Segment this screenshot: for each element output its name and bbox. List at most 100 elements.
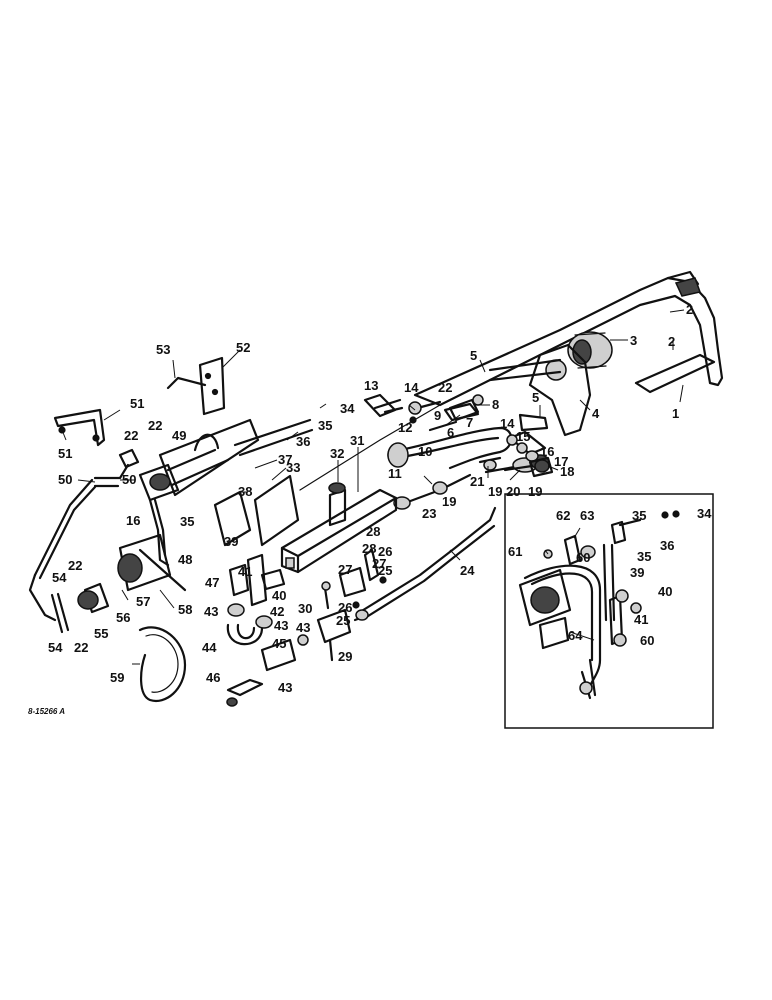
callout-61: 61	[508, 544, 522, 559]
callout-29: 29	[338, 649, 352, 664]
fittings-10-13	[373, 394, 484, 468]
callout-33: 33	[286, 460, 300, 475]
callout-17: 17	[554, 454, 568, 469]
callout-26-lower: 26	[338, 600, 352, 615]
callout-27-upper: 27	[372, 556, 386, 571]
control-valve-49	[28, 448, 180, 622]
callout-43-d: 43	[278, 680, 292, 695]
callout-50-right: 50	[122, 472, 136, 487]
figure-reference: 8-15266 A	[28, 707, 65, 716]
callout-22-lower: 22	[74, 640, 88, 655]
callout-7: 7	[466, 415, 473, 430]
callout-52: 52	[236, 340, 250, 355]
callout-38: 38	[238, 484, 252, 499]
callout-19-a: 19	[442, 494, 456, 509]
inset-detail	[504, 493, 714, 729]
callout-labels: 1 2 2 3 4 5 5 6 7 8 9 10 11 12 13 14 14 …	[28, 302, 712, 716]
callout-44: 44	[202, 640, 217, 655]
callout-60-upper: 60	[576, 550, 590, 565]
callout-14-left: 14	[404, 380, 419, 395]
callout-60-lower: 60	[640, 633, 654, 648]
callout-57: 57	[136, 594, 150, 609]
callout-23: 23	[422, 506, 436, 521]
callout-28-lower: 28	[362, 541, 376, 556]
callout-22-mid: 22	[148, 418, 162, 433]
callout-46: 46	[206, 670, 220, 685]
callout-13: 13	[364, 378, 378, 393]
callout-5-left: 5	[470, 348, 477, 363]
callout-35-left: 35	[180, 514, 194, 529]
callout-39-main: 39	[224, 534, 238, 549]
mounting-bracket-4	[488, 343, 592, 437]
callout-22-left: 22	[124, 428, 138, 443]
leader-lines	[61, 309, 685, 665]
callout-59: 59	[110, 670, 124, 685]
tee-fitting-29	[316, 548, 387, 662]
callout-54-lower: 54	[48, 640, 63, 655]
callout-35-inset-top: 35	[632, 508, 646, 523]
callout-56: 56	[116, 610, 130, 625]
callout-42: 42	[270, 604, 284, 619]
callout-18: 18	[560, 464, 574, 479]
callout-40-inset: 40	[658, 584, 672, 599]
bracket-51	[53, 408, 106, 447]
motor-assembly-55-58	[50, 533, 187, 634]
fittings-39-47	[226, 553, 309, 707]
callout-36-main: 36	[296, 434, 310, 449]
fittings-14-18	[506, 434, 554, 478]
callout-8: 8	[492, 397, 499, 412]
callout-49: 49	[172, 428, 186, 443]
callout-35-main: 35	[318, 418, 332, 433]
callout-26-upper: 26	[378, 544, 392, 559]
plate-52-rod-53	[166, 356, 226, 416]
callout-5-right: 5	[532, 390, 539, 405]
callout-53: 53	[156, 342, 170, 357]
callout-63: 63	[580, 508, 594, 523]
callout-51-lower: 51	[58, 446, 72, 461]
callout-21: 21	[470, 474, 484, 489]
callout-34-main: 34	[340, 401, 355, 416]
callout-34-inset: 34	[697, 506, 712, 521]
callout-22-lower-upper: 22	[68, 558, 82, 573]
callout-10: 10	[418, 444, 432, 459]
callout-45: 45	[272, 636, 286, 651]
callout-55: 55	[94, 626, 108, 641]
callout-30: 30	[298, 601, 312, 616]
callout-1: 1	[672, 406, 679, 421]
callout-39-inset: 39	[630, 565, 644, 580]
callout-62: 62	[556, 508, 570, 523]
callout-64: 64	[568, 628, 583, 643]
callout-24: 24	[460, 563, 475, 578]
callout-16-left: 16	[126, 513, 140, 528]
ring-59	[138, 626, 187, 703]
callout-41-inset: 41	[634, 612, 648, 627]
callout-35-inset-mid: 35	[637, 549, 651, 564]
callout-25-lower: 25	[336, 613, 350, 628]
hydraulic-line-24	[355, 506, 497, 621]
callout-15: 15	[516, 429, 530, 444]
callout-54-upper: 54	[52, 570, 67, 585]
callout-32: 32	[330, 446, 344, 461]
callout-43-c: 43	[296, 620, 310, 635]
callout-58: 58	[178, 602, 192, 617]
callout-31: 31	[350, 433, 364, 448]
callout-48: 48	[178, 552, 192, 567]
callout-22-top: 22	[438, 380, 452, 395]
callout-19-c: 19	[528, 484, 542, 499]
callout-47: 47	[205, 575, 219, 590]
callout-37: 37	[278, 452, 292, 467]
hydraulic-pump-3	[567, 331, 613, 369]
callout-51-upper: 51	[130, 396, 144, 411]
callout-12: 12	[398, 420, 412, 435]
callout-25-upper: 25	[378, 563, 392, 578]
mounting-plates-33-38	[158, 418, 300, 547]
callout-16-right: 16	[540, 444, 554, 459]
callout-11: 11	[388, 466, 402, 481]
callout-3: 3	[630, 333, 637, 348]
frame-boom	[299, 270, 724, 491]
callout-27-lower: 27	[338, 562, 352, 577]
callout-20: 20	[506, 484, 520, 499]
rods-36-37	[193, 418, 314, 457]
callout-19-b: 19	[488, 484, 502, 499]
